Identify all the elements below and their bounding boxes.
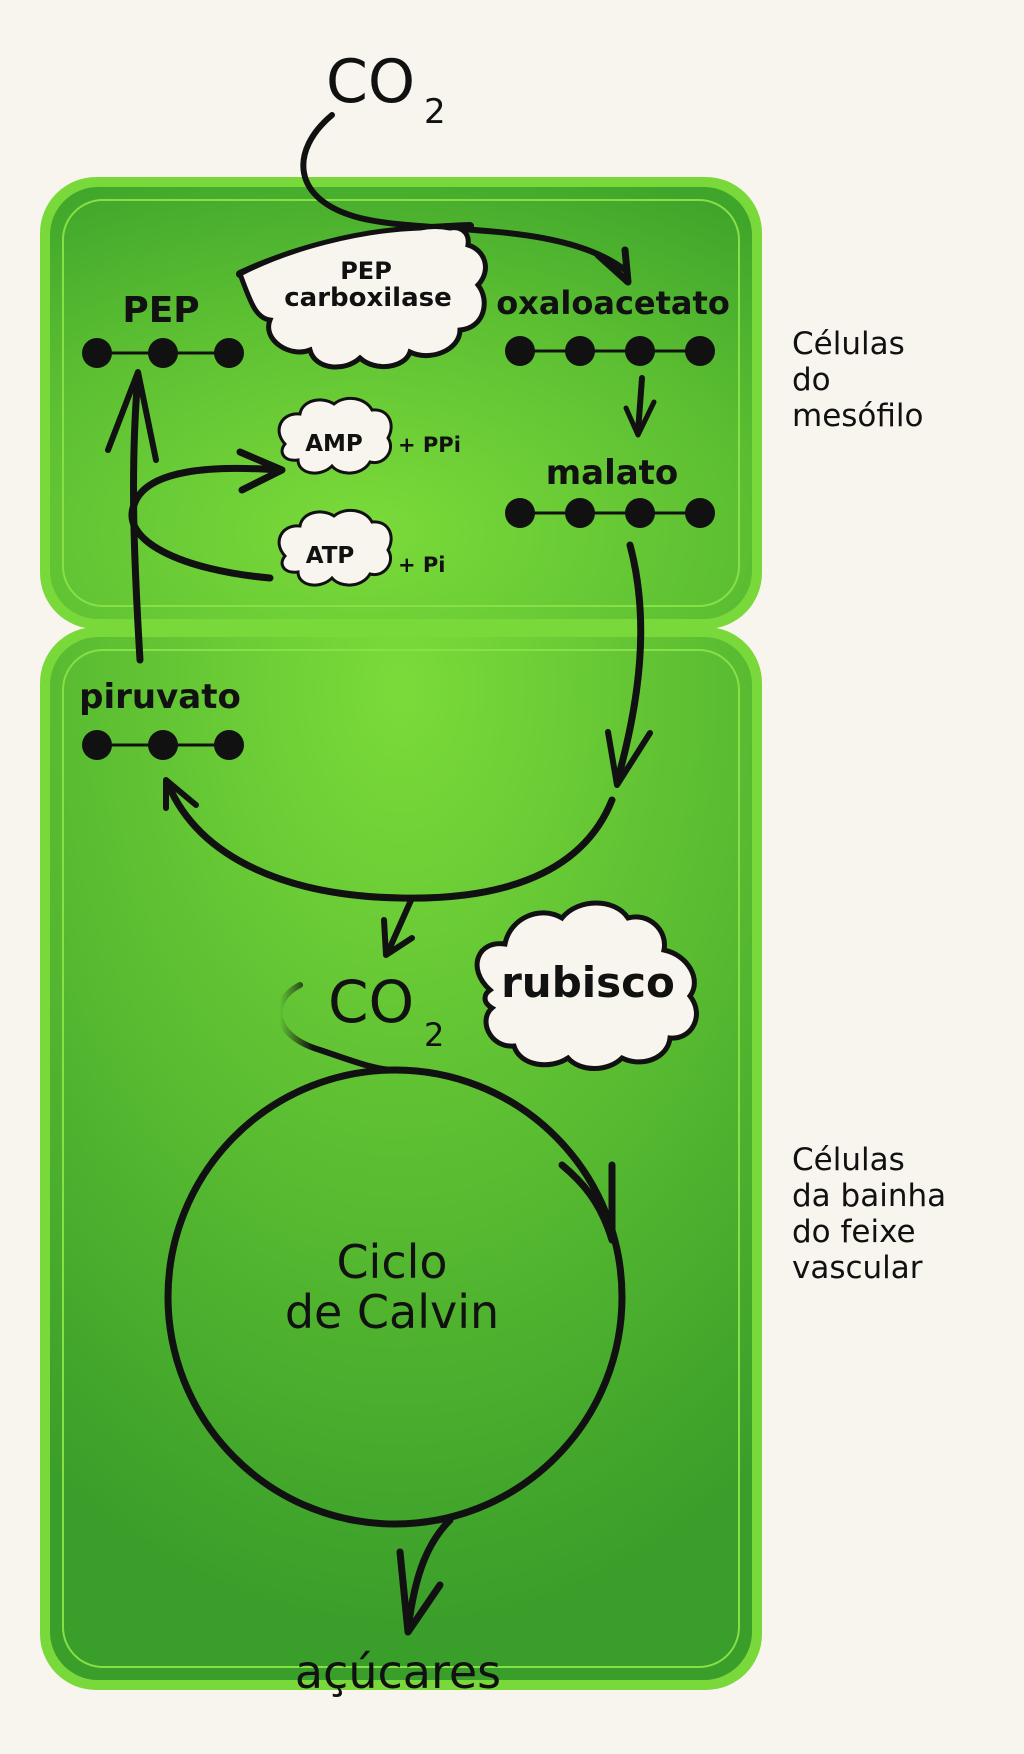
- svg-text:CO: CO: [326, 47, 415, 117]
- carbon-atom: [148, 338, 178, 368]
- pyruvate-to-pep-arrow: [105, 369, 286, 664]
- oxaloacetate-to-malate-arrow: [623, 375, 657, 438]
- co2-into-calvin-curve: [276, 982, 393, 1073]
- carbon-atom: [565, 336, 595, 366]
- svg-text:+ PPi: + PPi: [398, 433, 461, 457]
- carbon-atom: [505, 336, 535, 366]
- svg-text:piruvato: piruvato: [79, 677, 241, 717]
- pyruvate-carbon-chain: [82, 730, 244, 760]
- sugars-label: açúcares: [295, 1645, 501, 1699]
- carbon-atom: [625, 498, 655, 528]
- oxaloacetate-molecule: oxaloacetato: [496, 284, 730, 366]
- svg-text:Ciclo: Ciclo: [336, 1235, 447, 1289]
- svg-text:rubisco: rubisco: [501, 958, 675, 1007]
- oxaloacetate-carbon-chain: [505, 336, 715, 366]
- svg-text:de Calvin: de Calvin: [285, 1285, 499, 1339]
- svg-text:+ Pi: + Pi: [398, 553, 446, 577]
- pep-carbon-chain: [82, 338, 244, 368]
- carbon-atom: [685, 336, 715, 366]
- decarboxylation-arc: [163, 777, 616, 958]
- calvin-cycle: Ciclo de Calvin: [164, 1066, 626, 1528]
- svg-text:AMP: AMP: [305, 431, 363, 457]
- svg-text:2: 2: [424, 1016, 444, 1054]
- svg-text:2: 2: [424, 92, 446, 132]
- carbon-atom: [148, 730, 178, 760]
- malate-molecule: malato: [505, 453, 715, 528]
- atp-cloud: ATP + Pi: [277, 508, 446, 587]
- svg-text:carboxilase: carboxilase: [284, 283, 452, 313]
- svg-text:PEP: PEP: [122, 290, 199, 331]
- pep-carboxylase-cloud: PEP carboxilase: [236, 224, 488, 370]
- bundle-sheath-side-label: Células da bainha do feixe vascular: [792, 1142, 947, 1286]
- carbon-atom: [82, 338, 112, 368]
- pyruvate-molecule: piruvato: [79, 677, 244, 760]
- carbon-atom: [214, 338, 244, 368]
- carbon-atom: [685, 498, 715, 528]
- svg-text:ATP: ATP: [306, 543, 355, 569]
- sugar-output-arrow: [396, 1516, 454, 1636]
- rubisco-cloud: rubisco: [474, 900, 699, 1071]
- svg-text:CO: CO: [328, 968, 414, 1036]
- malate-transport-arrow: [605, 541, 653, 788]
- carbon-atom: [214, 730, 244, 760]
- malate-carbon-chain: [505, 498, 715, 528]
- svg-text:malato: malato: [546, 453, 679, 493]
- co2-atmospheric: CO 2: [326, 47, 446, 132]
- carbon-atom: [625, 336, 655, 366]
- pep-molecule: PEP: [82, 290, 244, 368]
- carbon-atom: [82, 730, 112, 760]
- bundle-sheath-cell: [40, 627, 762, 1690]
- mesophyll-side-label: Células do mesófilo: [792, 326, 924, 434]
- co2-released: CO 2: [328, 968, 444, 1054]
- svg-text:oxaloacetato: oxaloacetato: [496, 284, 730, 322]
- svg-text:PEP: PEP: [340, 257, 392, 285]
- carbon-atom: [505, 498, 535, 528]
- carbon-atom: [565, 498, 595, 528]
- amp-cloud: AMP + PPi: [277, 396, 461, 475]
